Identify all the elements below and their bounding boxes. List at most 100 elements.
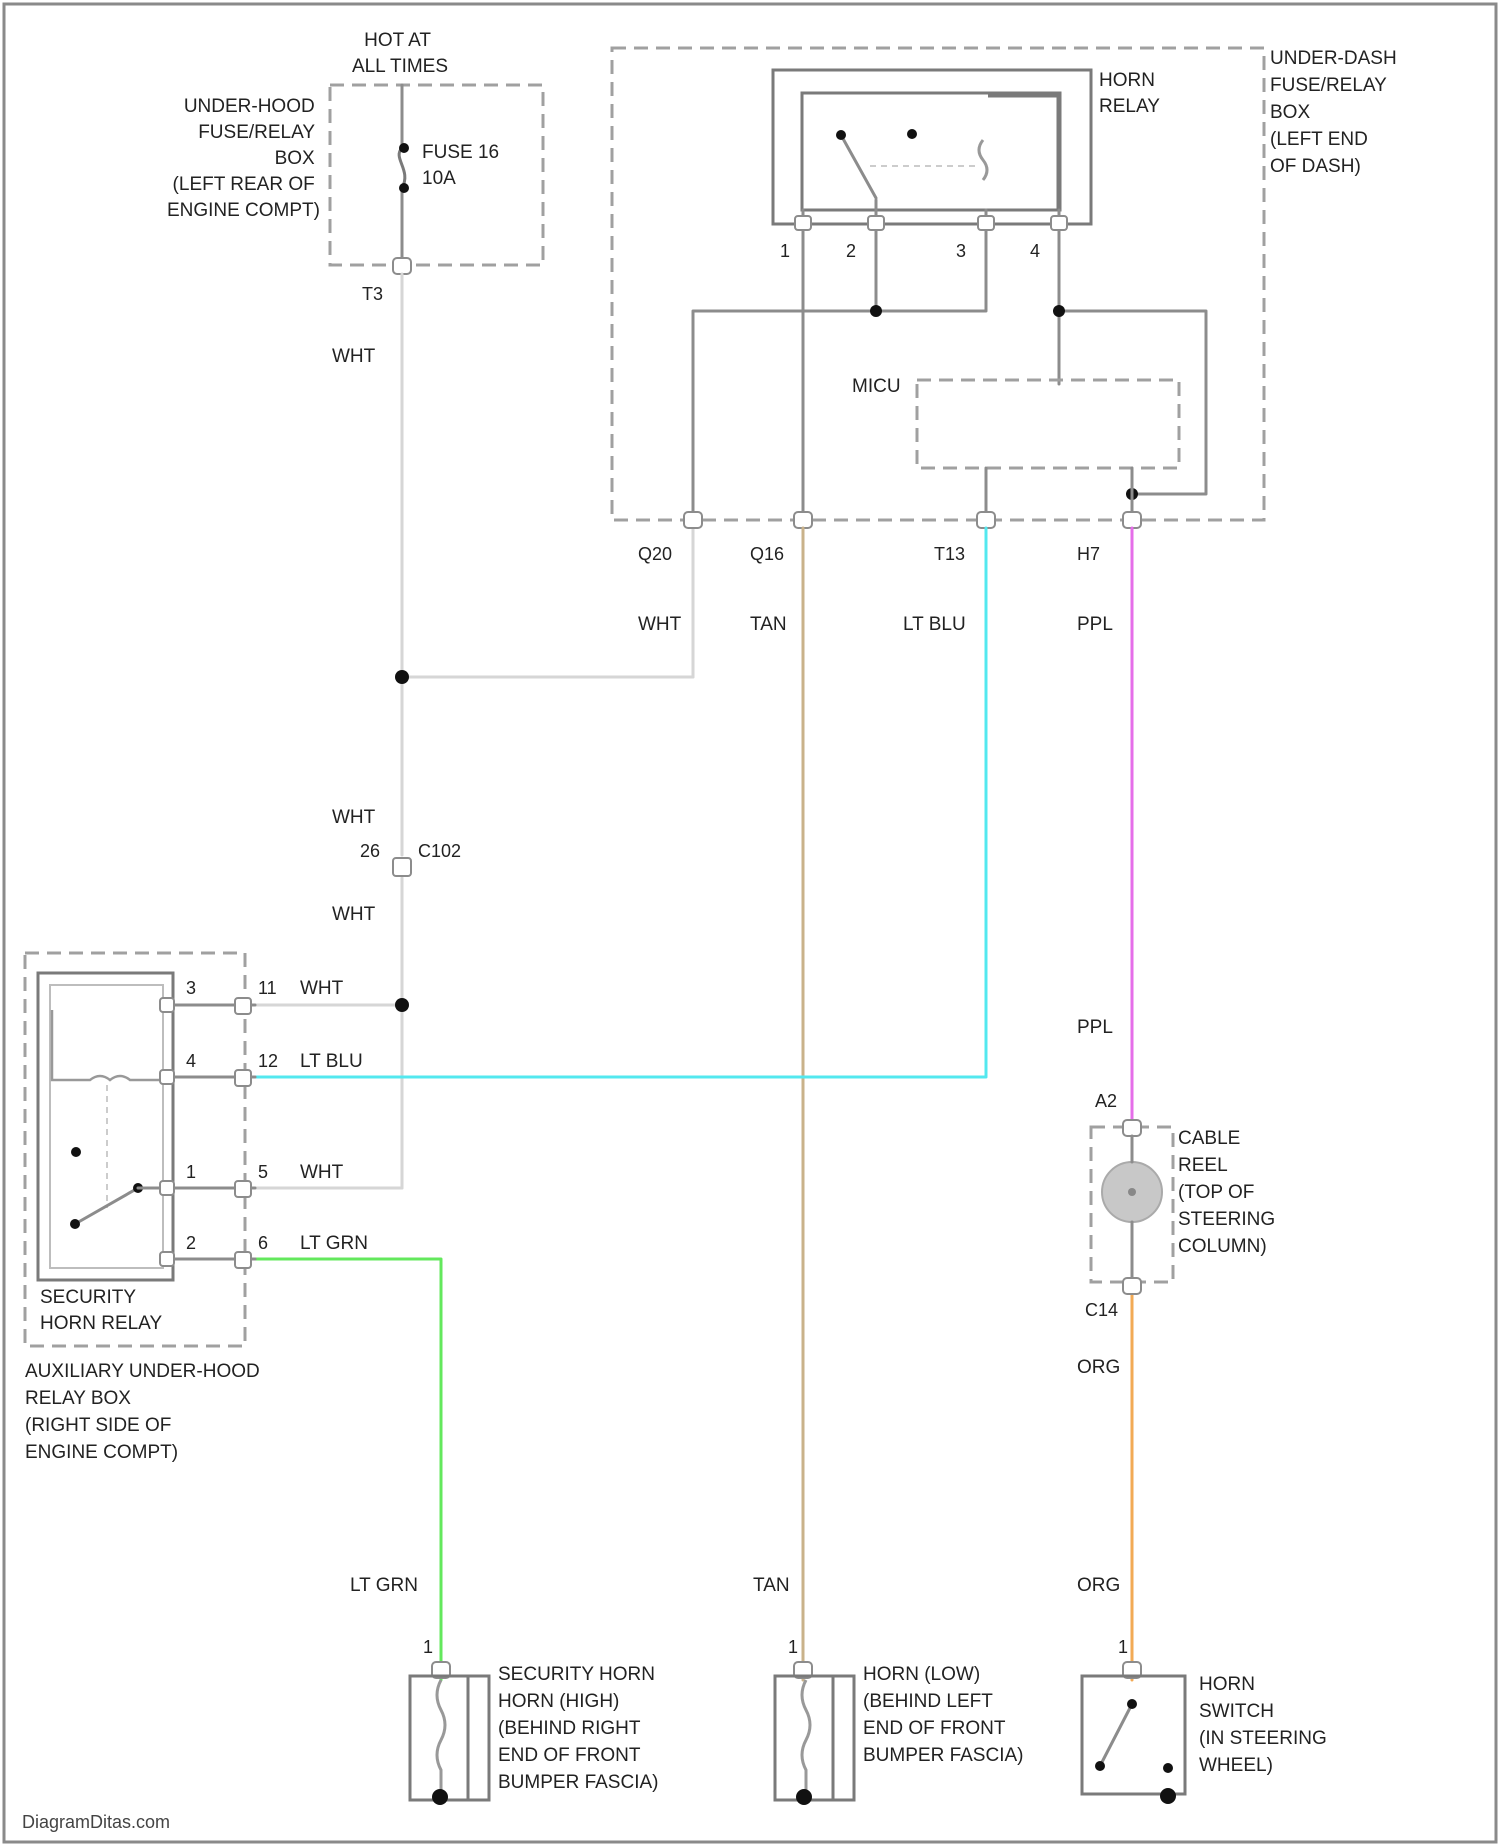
security-horn: 1 SECURITY HORN HORN (HIGH) (BEHIND RIGH… (410, 1637, 660, 1805)
relay-pin-connector (978, 216, 994, 230)
wht-wire-label: WHT (638, 614, 682, 635)
aux-relay-pin-label: 1 (186, 1162, 196, 1182)
aux-box-pin-label: 12 (258, 1051, 278, 1071)
q16-terminal-label: Q16 (750, 544, 784, 564)
aux-box-connector (235, 1181, 251, 1197)
lt-blu-wire-label: LT BLU (903, 614, 966, 635)
relay-pin-connector (1051, 216, 1067, 230)
horn-low-coil (802, 1680, 810, 1795)
splice-dot (395, 670, 409, 684)
c102-pin-label: 26 (360, 841, 380, 861)
splice-dot (870, 305, 882, 317)
horn-relay-contact (836, 130, 846, 140)
horn-low-label: HORN (LOW) (BEHIND LEFT END OF FRONT BUM… (863, 1664, 1023, 1766)
wht-wire-label: WHT (332, 807, 376, 828)
aux-pin-connector (160, 1252, 174, 1266)
t13-terminal-label: T13 (934, 544, 965, 564)
wht-wire-label: WHT (332, 346, 376, 367)
horn-switch-contact (1163, 1763, 1173, 1773)
t3-terminal-label: T3 (362, 284, 383, 304)
aux-box-pin-label: 6 (258, 1233, 268, 1253)
lt-grn-wire (255, 1259, 441, 1680)
horn-switch-label: HORN SWITCH (IN STEERING WHEEL) (1199, 1674, 1332, 1776)
q20-terminal-label: Q20 (638, 544, 672, 564)
aux-relay-box-label: AUXILIARY UNDER-HOOD RELAY BOX (RIGHT SI… (25, 1361, 265, 1463)
lt-grn-wire-label: LT GRN (300, 1233, 368, 1254)
security-horn-relay-inner (50, 985, 163, 1268)
security-horn-relay-body (38, 973, 173, 1280)
relay-pin-label: 4 (1030, 241, 1040, 261)
horn-switch-body (1082, 1676, 1185, 1794)
tan-wire-label: TAN (750, 614, 787, 635)
aux-relay-box: 3 4 1 2 11 12 5 6 WHT LT BLU WHT LT GRN … (25, 953, 368, 1463)
aux-box-connector (235, 998, 251, 1014)
fuse-terminal-dot (399, 143, 409, 153)
horn-relay-coil-frame (988, 96, 1058, 210)
h7-terminal-label: H7 (1077, 544, 1100, 564)
horn-switch-ground (1160, 1788, 1176, 1804)
horn-relay-contact (907, 129, 917, 139)
security-horn-relay-contact (71, 1147, 81, 1157)
horn-switch-arm (1100, 1704, 1132, 1766)
security-horn-pin-label: 1 (423, 1637, 433, 1657)
cable-reel-pin-label: A2 (1095, 1091, 1117, 1111)
ppl-wire-label: PPL (1077, 614, 1113, 635)
fuse-terminal-dot (399, 183, 409, 193)
t3-connector (393, 258, 411, 274)
hot-at-all-times-label: HOT AT ALL TIMES (352, 30, 448, 77)
aux-box-pin-label: 5 (258, 1162, 268, 1182)
aux-pin-connector (160, 1181, 174, 1195)
underdash-fuse-box: UNDER-DASH FUSE/RELAY BOX (LEFT END OF D… (612, 48, 1402, 564)
horn-low: 1 HORN (LOW) (BEHIND LEFT END OF FRONT B… (775, 1637, 1023, 1805)
security-horn-coil (437, 1680, 445, 1795)
fuse-16-label: FUSE 16 10A (422, 142, 504, 189)
horn-switch-pin-label: 1 (1118, 1637, 1128, 1657)
horn-relay-label: HORN RELAY (1099, 70, 1160, 117)
aux-relay-pin-label: 2 (186, 1233, 196, 1253)
q20-connector (684, 512, 702, 528)
security-horn-body (410, 1676, 489, 1800)
horn-low-pin-label: 1 (788, 1637, 798, 1657)
aux-box-connector (235, 1070, 251, 1086)
underhood-fuse-box: HOT AT ALL TIMES UNDER-HOOD FUSE/RELAY B… (167, 30, 543, 304)
horn-switch: 1 HORN SWITCH (IN STEERING WHEEL) (1082, 1637, 1332, 1804)
q20-internal-wire (693, 311, 876, 518)
security-horn-ground (432, 1789, 448, 1805)
horn-low-body (775, 1676, 854, 1800)
relay-pin-label: 3 (956, 241, 966, 261)
tan-wire-label: TAN (753, 1575, 790, 1596)
cable-reel-connector (1123, 1120, 1141, 1136)
org-wire-label: ORG (1077, 1357, 1120, 1378)
cable-reel-label: CABLE REEL (TOP OF STEERING COLUMN) (1178, 1128, 1280, 1257)
aux-relay-pin-label: 4 (186, 1051, 196, 1071)
ppl-wire-label: PPL (1077, 1017, 1113, 1038)
underdash-fuse-box-label: UNDER-DASH FUSE/RELAY BOX (LEFT END OF D… (1270, 48, 1402, 177)
wht-wire-label: WHT (300, 1162, 344, 1183)
aux-relay-pin-label: 3 (186, 978, 196, 998)
horn-switch-contact (1127, 1699, 1137, 1709)
underdash-fuse-box-outline (612, 48, 1264, 520)
c102-connector (393, 858, 411, 876)
lt-blu-wire (255, 528, 986, 1077)
h7-connector (1123, 512, 1141, 528)
security-horn-relay-coil (52, 1010, 160, 1080)
lt-grn-wire-label: LT GRN (350, 1575, 418, 1596)
micu-outline (917, 380, 1179, 468)
underhood-fuse-box-label: UNDER-HOOD FUSE/RELAY BOX (LEFT REAR OF … (167, 96, 320, 221)
security-horn-relay-switch-arm (75, 1188, 138, 1224)
horn-low-ground (796, 1789, 812, 1805)
horn-switch-contact (1095, 1761, 1105, 1771)
relay-pin-connector (868, 216, 884, 230)
security-horn-relay-label: SECURITY HORN RELAY (40, 1287, 162, 1334)
horn-relay-coil (979, 140, 987, 180)
page-border (4, 4, 1496, 1842)
wht-wire-label: WHT (332, 904, 376, 925)
aux-pin-connector (160, 1070, 174, 1084)
wht-wire-label: WHT (300, 978, 344, 999)
c102-name-label: C102 (418, 841, 461, 861)
watermark: DiagramDitas.com (22, 1812, 170, 1832)
cable-reel-hub (1128, 1188, 1136, 1196)
aux-box-pin-label: 11 (258, 978, 277, 998)
